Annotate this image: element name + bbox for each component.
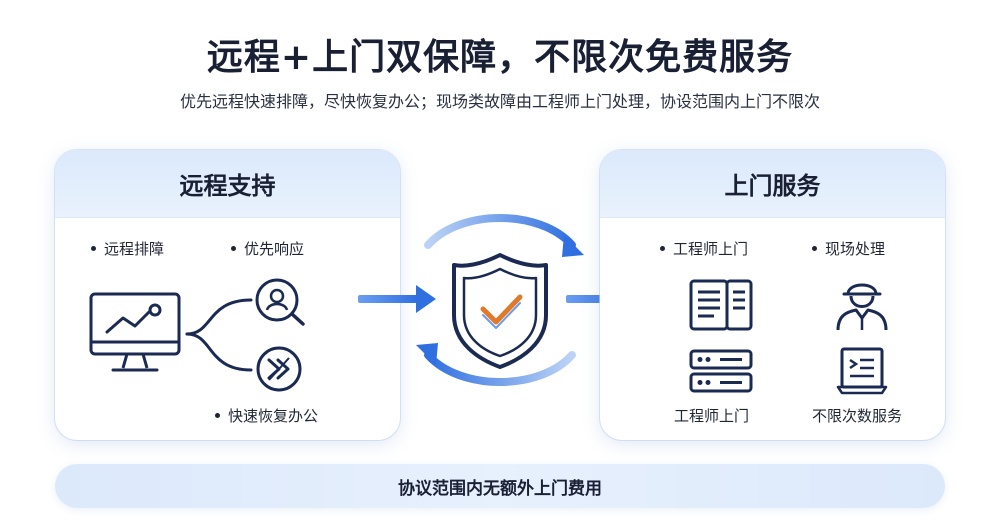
onsite-service-heading: 上门服务 xyxy=(600,150,945,218)
page-subtitle: 优先远程快速排障，尽快恢复办公；现场类故障由工程师上门处理，协设范围内上门不限次 xyxy=(179,92,820,111)
server-icon xyxy=(689,349,753,393)
bullet-label: 优先响应 xyxy=(244,240,305,258)
search-person-icon xyxy=(255,278,305,326)
bullet-dot xyxy=(231,246,236,251)
shield-check-icon xyxy=(452,253,548,369)
cycle-arrow-bottom xyxy=(424,351,576,386)
bullet-priority-response: 优先响应 xyxy=(231,238,304,259)
bullet-dot xyxy=(660,246,665,251)
bullet-dot xyxy=(215,413,220,418)
bullet-label: 快速恢复办公 xyxy=(228,407,319,425)
bullet-label: 工程师上门 xyxy=(673,240,749,258)
bullet-label: 远程排障 xyxy=(104,240,165,258)
document-icon xyxy=(689,279,753,331)
remote-support-heading: 远程支持 xyxy=(55,150,400,218)
label-engineer-onsite: 工程师上门 xyxy=(674,407,750,425)
bullet-engineer-onsite: 工程师上门 xyxy=(660,238,748,259)
fast-forward-icon xyxy=(256,346,302,392)
label-unlimited-service: 不限次数服务 xyxy=(812,407,903,425)
bullet-remote-troubleshoot: 远程排障 xyxy=(91,238,164,259)
bullet-dot xyxy=(91,246,96,251)
cycle-arrow-top xyxy=(424,214,576,249)
certificate-icon xyxy=(836,347,888,395)
bullet-dot xyxy=(812,246,817,251)
bullet-onsite-handling: 现场处理 xyxy=(812,238,885,259)
arrow-to-center xyxy=(358,285,436,313)
onsite-service-panel: 上门服务 工程师上门 现场处理 xyxy=(600,150,945,440)
bullet-fast-recovery: 快速恢复办公 xyxy=(215,405,318,426)
connector-lines xyxy=(185,298,253,372)
bottom-note-text: 协议范围内无额外上门费用 xyxy=(398,478,602,499)
bullet-label: 现场处理 xyxy=(825,240,886,258)
monitor-chart-icon xyxy=(89,292,181,372)
engineer-icon xyxy=(836,283,888,331)
page-title: 远程+上门双保障，不限次免费服务 xyxy=(206,37,794,78)
remote-support-panel: 远程支持 远程排障 优先响应 快速恢复办公 xyxy=(55,150,400,440)
bottom-note-bar: 协议范围内无额外上门费用 xyxy=(55,464,945,508)
